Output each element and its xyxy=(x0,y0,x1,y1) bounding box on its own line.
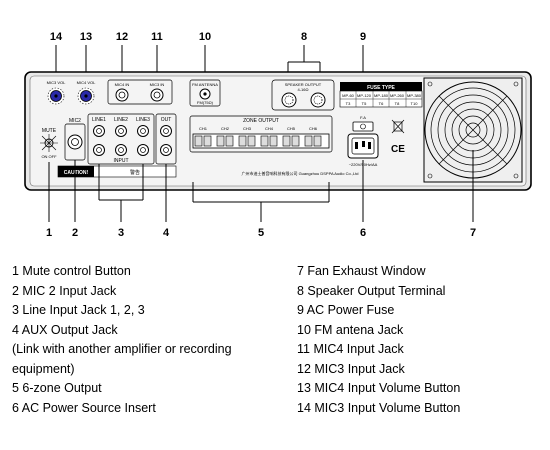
legend-item-4: 4 AUX Output Jack xyxy=(12,322,118,337)
svg-text:MUTE: MUTE xyxy=(42,128,57,134)
legend-item-11: 11 MIC4 Input Jack xyxy=(297,342,404,356)
callout-3: 3 xyxy=(118,227,124,239)
aux-output-jacks[interactable]: OUT xyxy=(155,113,177,165)
svg-text:MIC4 VOL: MIC4 VOL xyxy=(77,80,96,85)
legend-item-3: 3 Line Input Jack 1, 2, 3 xyxy=(12,303,145,317)
callout-10: 10 xyxy=(199,31,211,43)
mute-button[interactable]: MUTE ON OFF xyxy=(40,128,58,159)
legend-item-12: 12 MIC3 Input Jack xyxy=(297,361,405,376)
svg-text:MIC2: MIC2 xyxy=(69,118,81,124)
callout-2: 2 xyxy=(72,227,78,239)
callout-1: 1 xyxy=(46,227,52,239)
svg-text:SPEAKER OUTPUT: SPEAKER OUTPUT xyxy=(285,82,322,87)
svg-text:CAUTION!: CAUTION! xyxy=(64,170,89,176)
svg-text:MP-120: MP-120 xyxy=(357,93,372,98)
svg-text:CH6: CH6 xyxy=(309,126,318,131)
caution-label: CAUTION! 警告 xyxy=(57,165,177,178)
ac-power-fuse[interactable]: F.A xyxy=(352,115,374,132)
callout-7: 7 xyxy=(470,227,476,239)
svg-text:CH2: CH2 xyxy=(221,126,230,131)
svg-text:T5: T5 xyxy=(362,101,367,106)
wheelie-bin-icon xyxy=(391,119,405,134)
callout-11: 11 xyxy=(151,31,163,43)
svg-text:MP-380: MP-380 xyxy=(407,93,422,98)
svg-text:OUT: OUT xyxy=(161,117,172,123)
svg-text:FM ANTENNA: FM ANTENNA xyxy=(192,82,218,87)
legend-item-13: 13 MIC4 Input Volume Button xyxy=(297,381,461,395)
svg-text:MIC3 IN: MIC3 IN xyxy=(150,82,165,87)
callout-4: 4 xyxy=(163,227,170,239)
svg-text:MIC3 VOL: MIC3 VOL xyxy=(47,80,66,85)
svg-text:警告: 警告 xyxy=(130,169,140,176)
fuse-type-table: FUSE TYPE MP-60 MP-120 MP-180 MP-260 MP-… xyxy=(339,82,423,108)
legend-item-6: 6 AC Power Source Insert xyxy=(12,400,156,415)
mic4-in-jack[interactable]: MIC4 IN xyxy=(115,82,130,102)
svg-text:T10: T10 xyxy=(411,101,419,106)
svg-text:T3: T3 xyxy=(346,101,351,106)
svg-text:FUSE TYPE: FUSE TYPE xyxy=(367,85,395,91)
manufacturer-text: 广州市迪士普音响科技有限公司 Guangzhou DSPPA Audio Co.… xyxy=(241,170,358,176)
legend-item-7: 7 Fan Exhaust Window xyxy=(297,264,426,278)
callout-9: 9 xyxy=(360,31,366,43)
legend-item-2: 2 MIC 2 Input Jack xyxy=(12,283,117,298)
svg-text:LINE3: LINE3 xyxy=(136,117,150,123)
zone-output-terminal[interactable]: ZONE OUTPUT CH1 CH2 CH3 CH4 CH5 CH6 xyxy=(189,115,333,153)
callout-13: 13 xyxy=(80,31,92,43)
legend-item-8: 8 Speaker Output Terminal xyxy=(297,283,446,298)
callout-8: 8 xyxy=(301,31,307,43)
legend-item-10: 10 FM antena Jack xyxy=(297,322,404,337)
mic3-in-jack[interactable]: MIC3 IN xyxy=(150,82,165,102)
mic2-input-jack[interactable]: MIC2 xyxy=(64,118,86,161)
legend-left-column: 1 Mute control Button 2 MIC 2 Input Jack… xyxy=(12,262,282,418)
callout-12: 12 xyxy=(116,31,128,43)
svg-text:T6: T6 xyxy=(379,101,384,106)
svg-text:CH1: CH1 xyxy=(199,126,208,131)
svg-text:ON OFF: ON OFF xyxy=(41,154,57,159)
svg-text:CH5: CH5 xyxy=(287,126,296,131)
speaker-output-terminal[interactable]: SPEAKER OUTPUT 4-16Ω xyxy=(271,79,335,111)
mic-in-box xyxy=(107,79,173,105)
svg-text:F.A: F.A xyxy=(360,115,366,120)
legend-item-1: 1 Mute control Button xyxy=(12,264,131,278)
svg-text:INPUT: INPUT xyxy=(114,158,129,164)
callout-14: 14 xyxy=(50,31,63,43)
callout-5: 5 xyxy=(258,227,264,239)
svg-text:MP-180: MP-180 xyxy=(374,93,389,98)
legend-right-column: 7 Fan Exhaust Window 8 Speaker Output Te… xyxy=(297,262,547,418)
svg-text:MP-60: MP-60 xyxy=(342,93,355,98)
rear-panel-diagram: 14 13 12 11 10 8 9 MIC3 VOL MIC4 VOL MIC… xyxy=(24,31,532,239)
svg-text:ZONE OUTPUT: ZONE OUTPUT xyxy=(243,118,279,124)
legend: 1 Mute control Button 2 MIC 2 Input Jack… xyxy=(0,262,550,450)
svg-text:LINE1: LINE1 xyxy=(92,117,106,123)
line-input-jacks[interactable]: LINE1 LINE2 LINE3 INPUT xyxy=(87,113,155,165)
svg-text:T8: T8 xyxy=(395,101,400,106)
svg-text:4-16Ω: 4-16Ω xyxy=(298,87,309,92)
mic4-vol-knob[interactable]: MIC4 VOL xyxy=(77,80,96,105)
svg-text:CH3: CH3 xyxy=(243,126,252,131)
svg-text:MP-260: MP-260 xyxy=(390,93,405,98)
fm-antenna-jack[interactable]: FM ANTENNA FM(75Ω) xyxy=(189,79,221,107)
legend-item-5: 5 6-zone Output xyxy=(12,381,102,395)
bottom-leader-lines xyxy=(48,150,474,222)
mic3-vol-knob[interactable]: MIC3 VOL xyxy=(47,80,66,105)
svg-text:MIC4 IN: MIC4 IN xyxy=(115,82,130,87)
svg-text:LINE2: LINE2 xyxy=(114,117,128,123)
legend-item-14: 14 MIC3 Input Volume Button xyxy=(297,400,461,415)
legend-item-9: 9 AC Power Fuse xyxy=(297,303,395,317)
svg-text:FM(75Ω): FM(75Ω) xyxy=(197,100,214,105)
ce-mark: CE xyxy=(391,144,405,155)
svg-text:CH4: CH4 xyxy=(265,126,274,131)
callout-6: 6 xyxy=(360,227,366,239)
legend-item-4-note: (Link with another amplifier or recordin… xyxy=(12,342,232,376)
